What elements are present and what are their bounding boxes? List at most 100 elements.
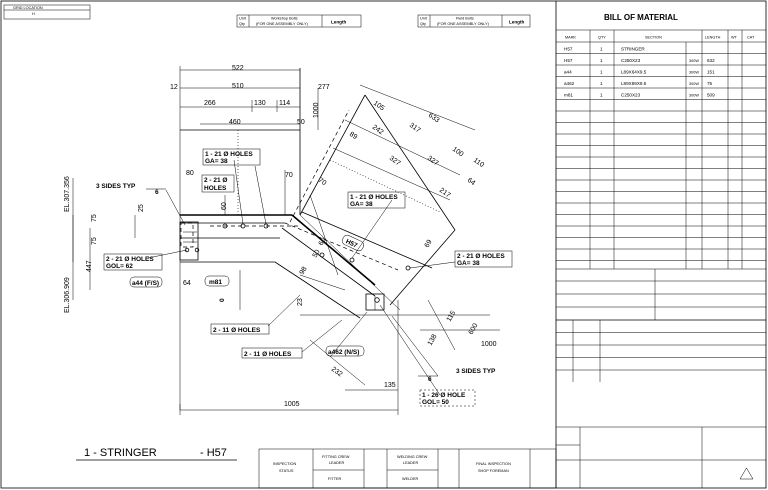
bom-row-qty: 1 <box>600 47 603 52</box>
bom-row-grade: 300W <box>689 94 699 98</box>
callout-holes-3: 2 - 21 Ø HOLES GOL= 62 <box>103 253 163 271</box>
part-label-m81: m81 <box>204 275 230 287</box>
bom-header-row: MARK QTY SECTION LENGTH WT CAT <box>565 36 755 40</box>
grid-location-value: H <box>32 12 35 16</box>
grid-location-box: GRID LOCATION H <box>3 4 91 20</box>
part-label-a44-text: a44 (F/S) <box>132 280 159 287</box>
dim-135: 135 <box>384 382 396 389</box>
dim-75-bottom: 75 <box>91 237 98 245</box>
callout-holes-8-line1: 1 - 26 Ø HOLE <box>422 392 466 399</box>
welding-crew-label: WELDING CREW <box>397 455 428 459</box>
bom-row-grade: 300W <box>689 82 699 86</box>
bom-title: BILL OF MATERIAL <box>604 13 678 22</box>
weld-symbol-2: 6 3 SIDES TYP <box>418 368 496 383</box>
bom-col-cat: CAT <box>747 36 755 40</box>
weld-symbol-1-note: 3 SIDES TYP <box>96 183 136 190</box>
dim-64b: 64 <box>466 177 476 187</box>
bom-row-section: L89X89X9.5 <box>621 81 647 86</box>
workshop-bolts-box: Unit Qty Workshop Bolts (FOR ONE ASSEMBL… <box>236 14 362 28</box>
part-label-m81-text: m81 <box>209 279 222 286</box>
dim-114: 114 <box>279 100 290 107</box>
bom-row-section: C250X23 <box>621 58 641 63</box>
callout-holes-4-line2: GA= 38 <box>350 201 373 208</box>
dim-80: 80 <box>186 170 194 177</box>
callout-holes-1: 1 - 21 Ø HOLES GA= 38 <box>202 148 261 166</box>
field-bolts-box: Unit Qty Field Bolts (FOR ONE ASSEMBLY O… <box>417 14 531 28</box>
dim-50b: 50 <box>312 249 322 259</box>
inspection-status-label-2: STATUS <box>279 469 294 473</box>
bom-row-qty: 1 <box>600 58 603 63</box>
callout-holes-7-text: 2 - 11 Ø HOLES <box>244 351 292 358</box>
welding-crew-label-2: LEADER <box>403 461 418 465</box>
callout-holes-5-line2: GA= 38 <box>457 260 480 267</box>
revision-triangle-icon <box>739 467 754 480</box>
field-qty-label: Qty <box>420 22 426 26</box>
dim-1005: 1005 <box>284 401 300 408</box>
callout-holes-6-text: 2 - 11 Ø HOLES <box>213 327 261 334</box>
bom-row-qty: 1 <box>600 93 603 98</box>
dim-1000: 1000 <box>313 102 320 118</box>
elevation-top: EL.307.356 <box>64 176 71 212</box>
bom-row-mark: a44 <box>564 70 572 75</box>
dim-130: 130 <box>254 100 266 107</box>
dim-510: 510 <box>232 83 244 90</box>
part-label-h57-text: H57 <box>345 238 359 250</box>
dim-105: 105 <box>372 100 386 112</box>
bom-row-length: 632 <box>707 58 715 63</box>
welder-label: WELDER <box>402 477 419 481</box>
workshop-qty-label: Qty <box>239 22 245 26</box>
bom-row-mark: H57 <box>564 58 573 63</box>
dim-1000b: 1000 <box>481 341 497 348</box>
part-label-h57: H57 <box>341 234 365 252</box>
bom-row-mark: H57 <box>564 47 573 52</box>
weld-symbol-1-size: 6 <box>155 189 159 196</box>
callout-holes-2: 2 - 21 Ø HOLES <box>201 174 235 193</box>
bom-row-section: C250X23 <box>621 93 641 98</box>
bom-row-section: STRINGER <box>621 47 645 52</box>
callout-holes-3-line1: 2 - 21 Ø HOLES <box>106 256 154 263</box>
bom-grid <box>556 30 766 488</box>
callout-holes-7: 2 - 11 Ø HOLES <box>241 347 303 359</box>
dim-69: 69 <box>424 239 434 249</box>
callout-holes-1-line2: GA= 38 <box>205 158 228 165</box>
weld-symbol-1: 3 SIDES TYP 6 <box>96 183 166 196</box>
dim-242: 242 <box>371 124 385 136</box>
dim-460: 460 <box>229 119 241 126</box>
weld-symbol-2-size: 6 <box>428 376 432 383</box>
callout-holes-4: 1 - 21 Ø HOLES GA= 38 <box>347 191 406 209</box>
dim-60b: 60 <box>318 237 328 247</box>
dim-12: 12 <box>170 84 178 91</box>
field-bolts-note: (FOR ONE ASSEMBLY ONLY) <box>437 22 490 26</box>
dim-75-top: 75 <box>91 214 98 222</box>
dim-60: 60 <box>221 202 228 210</box>
stringer-drawing: 522 12 510 277 266 130 114 1000 460 50 8… <box>64 65 513 415</box>
field-unit-label: Unit <box>420 17 428 21</box>
dim-600: 600 <box>468 322 480 336</box>
workshop-bolts-note: (FOR ONE ASSEMBLY ONLY) <box>256 22 309 26</box>
dim-100: 100 <box>451 146 465 158</box>
dim-50: 50 <box>297 119 305 126</box>
dim-98: 98 <box>299 266 309 276</box>
shop-foreman-label: SHOP FOREMAN <box>478 469 509 473</box>
bom-row-grade: 300W <box>689 59 699 63</box>
dim-89: 89 <box>348 131 358 141</box>
dim-277: 277 <box>318 84 330 91</box>
dim-25: 25 <box>138 204 145 212</box>
bom-row-grade: 300W <box>689 71 699 75</box>
part-label-a462: a462 (N/S) <box>325 345 365 357</box>
dim-23: 23 <box>297 298 304 306</box>
side-mark: 0 <box>219 298 226 302</box>
weld-symbol-2-note: 3 SIDES TYP <box>456 368 496 375</box>
field-bolts-label: Field Bolts <box>456 17 474 21</box>
fitting-crew-label: FITTING CREW <box>322 455 350 459</box>
field-length-label: Length <box>509 20 525 25</box>
workshop-unit-label: Unit <box>239 17 247 21</box>
bom-col-qty: QTY <box>598 36 606 40</box>
bom-col-wt: WT <box>731 36 738 40</box>
bom-col-section: SECTION <box>645 36 662 40</box>
elevation-bottom: EL.306.909 <box>64 277 71 313</box>
dim-633: 633 <box>427 112 441 124</box>
dim-266: 266 <box>204 100 216 107</box>
